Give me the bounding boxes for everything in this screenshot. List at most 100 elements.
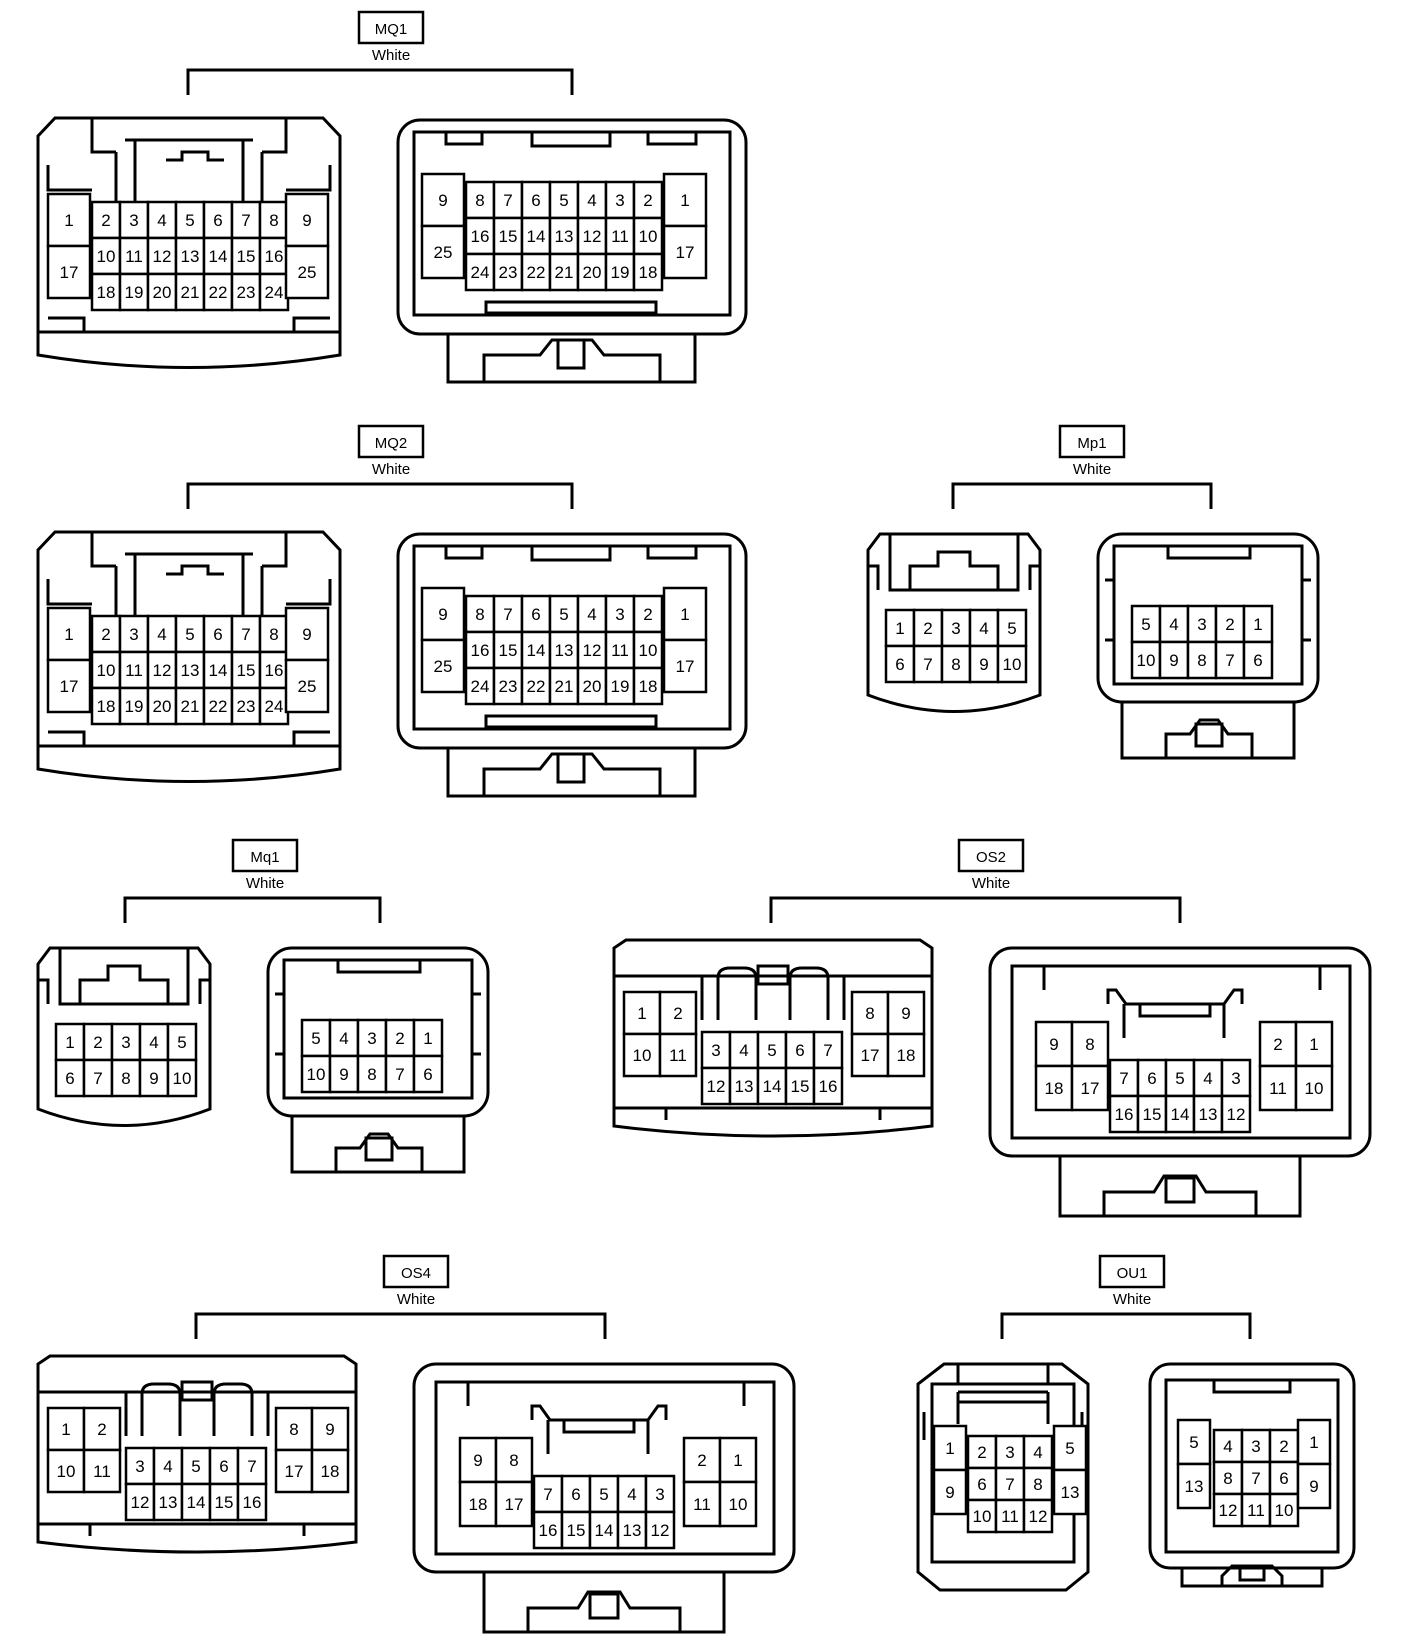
connector-name: MQ1 xyxy=(375,21,408,38)
pin-MQ2-17: 17 xyxy=(46,658,92,714)
pin-number: 11 xyxy=(1001,1507,1019,1526)
pin-Mq1-2: 2 xyxy=(82,1022,114,1062)
pin-number: 12 xyxy=(1227,1105,1246,1124)
pin-OS4-9: 9 xyxy=(458,1436,498,1484)
pin-MQ2-2: 2 xyxy=(90,614,122,654)
pin-number: 3 xyxy=(615,605,624,624)
pin-number: 12 xyxy=(583,641,602,660)
connector-name: OU1 xyxy=(1117,1265,1148,1282)
pin-OU1-13: 13 xyxy=(1052,1468,1088,1516)
connector-color: White xyxy=(972,875,1010,892)
pin-number: 5 xyxy=(185,625,194,644)
pin-MQ1-1: 1 xyxy=(46,192,92,248)
pin-number: 6 xyxy=(65,1069,74,1088)
housing-MQ1-male xyxy=(396,118,748,384)
pin-number: 16 xyxy=(1115,1105,1134,1124)
pin-OU1-2: 2 xyxy=(1268,1428,1300,1464)
pin-number: 4 xyxy=(339,1029,348,1048)
pin-number: 4 xyxy=(739,1041,748,1060)
pin-number: 10 xyxy=(639,227,658,246)
pin-number: 3 xyxy=(655,1485,664,1504)
connector-name: MQ2 xyxy=(375,435,408,452)
pin-MQ1-19: 19 xyxy=(604,252,636,292)
pin-number: 3 xyxy=(1197,615,1206,634)
pin-number: 4 xyxy=(627,1485,636,1504)
pin-MQ1-18: 18 xyxy=(90,272,122,312)
pin-number: 16 xyxy=(471,227,490,246)
pin-number: 18 xyxy=(97,697,116,716)
pin-MQ1-25: 25 xyxy=(420,224,466,280)
housing-OS4-male xyxy=(412,1362,796,1634)
pin-MQ2-15: 15 xyxy=(230,650,262,690)
pin-number: 15 xyxy=(1143,1105,1162,1124)
pin-number: 25 xyxy=(298,263,317,282)
pin-MQ1-17: 17 xyxy=(46,244,92,300)
pin-number: 4 xyxy=(587,191,596,210)
pin-number: 25 xyxy=(434,243,453,262)
pin-number: 22 xyxy=(209,697,228,716)
pin-MQ1-8: 8 xyxy=(258,200,290,240)
pin-number: 10 xyxy=(1305,1079,1324,1098)
pin-Mp1-8: 8 xyxy=(1186,640,1218,680)
pin-number: 13 xyxy=(1199,1105,1218,1124)
pin-MQ2-11: 11 xyxy=(118,650,150,690)
pin-number: 2 xyxy=(923,619,932,638)
pin-OS4-3: 3 xyxy=(124,1446,156,1486)
pin-OU1-5: 5 xyxy=(1052,1424,1088,1472)
pin-OS4-11: 11 xyxy=(682,1480,722,1528)
pin-number: 2 xyxy=(643,605,652,624)
pin-number: 18 xyxy=(639,263,658,282)
pin-number: 8 xyxy=(367,1065,376,1084)
pin-MQ1-11: 11 xyxy=(604,216,636,256)
pin-OU1-8: 8 xyxy=(1022,1466,1054,1502)
pin-number: 3 xyxy=(135,1457,144,1476)
pin-MQ2-5: 5 xyxy=(548,594,580,634)
pin-MQ1-3: 3 xyxy=(118,200,150,240)
pin-OU1-4: 4 xyxy=(1022,1434,1054,1470)
pin-number: 24 xyxy=(471,263,490,282)
connector-name: Mq1 xyxy=(250,849,279,866)
pin-Mq1-7: 7 xyxy=(82,1058,114,1098)
pin-number: 5 xyxy=(1065,1439,1074,1458)
pin-OS4-18: 18 xyxy=(310,1448,350,1494)
pin-MQ2-3: 3 xyxy=(604,594,636,634)
pin-number: 2 xyxy=(93,1033,102,1052)
pin-MQ1-7: 7 xyxy=(492,180,524,220)
pin-OS4-1: 1 xyxy=(46,1406,86,1452)
pin-MQ2-21: 21 xyxy=(548,666,580,706)
pin-Mp1-2: 2 xyxy=(912,608,944,648)
pin-number: 9 xyxy=(979,655,988,674)
pin-MQ1-9: 9 xyxy=(420,172,466,228)
pin-number: 5 xyxy=(599,1485,608,1504)
pin-OS4-10: 10 xyxy=(46,1448,86,1494)
pin-MQ1-2: 2 xyxy=(632,180,664,220)
connector-color: White xyxy=(1073,461,1111,478)
pin-number: 15 xyxy=(791,1077,810,1096)
pin-OS4-13: 13 xyxy=(152,1482,184,1522)
pin-OS2-12: 12 xyxy=(700,1066,732,1106)
pin-number: 9 xyxy=(473,1451,482,1470)
pin-OS4-12: 12 xyxy=(124,1482,156,1522)
pin-number: 7 xyxy=(923,655,932,674)
pin-OS2-15: 15 xyxy=(1136,1094,1168,1134)
pin-number: 20 xyxy=(583,677,602,696)
pin-number: 13 xyxy=(181,247,200,266)
pin-number: 8 xyxy=(475,191,484,210)
pin-number: 21 xyxy=(181,697,200,716)
housing-OU1-male xyxy=(1148,1362,1356,1588)
pin-number: 2 xyxy=(643,191,652,210)
pin-OU1-11: 11 xyxy=(994,1498,1026,1534)
pin-number: 5 xyxy=(1007,619,1016,638)
pin-OS2-4: 4 xyxy=(728,1030,760,1070)
housing-MQ2-female xyxy=(36,530,342,783)
connector-label-MQ1: MQ1 White xyxy=(186,10,574,95)
pin-number: 1 xyxy=(637,1004,646,1023)
pin-number: 18 xyxy=(469,1495,488,1514)
pin-MQ2-14: 14 xyxy=(202,650,234,690)
pin-OS4-4: 4 xyxy=(152,1446,184,1486)
pin-number: 15 xyxy=(499,641,518,660)
pin-OS2-4: 4 xyxy=(1192,1058,1224,1098)
pin-number: 10 xyxy=(173,1069,192,1088)
pin-number: 9 xyxy=(339,1065,348,1084)
pin-number: 10 xyxy=(729,1495,748,1514)
